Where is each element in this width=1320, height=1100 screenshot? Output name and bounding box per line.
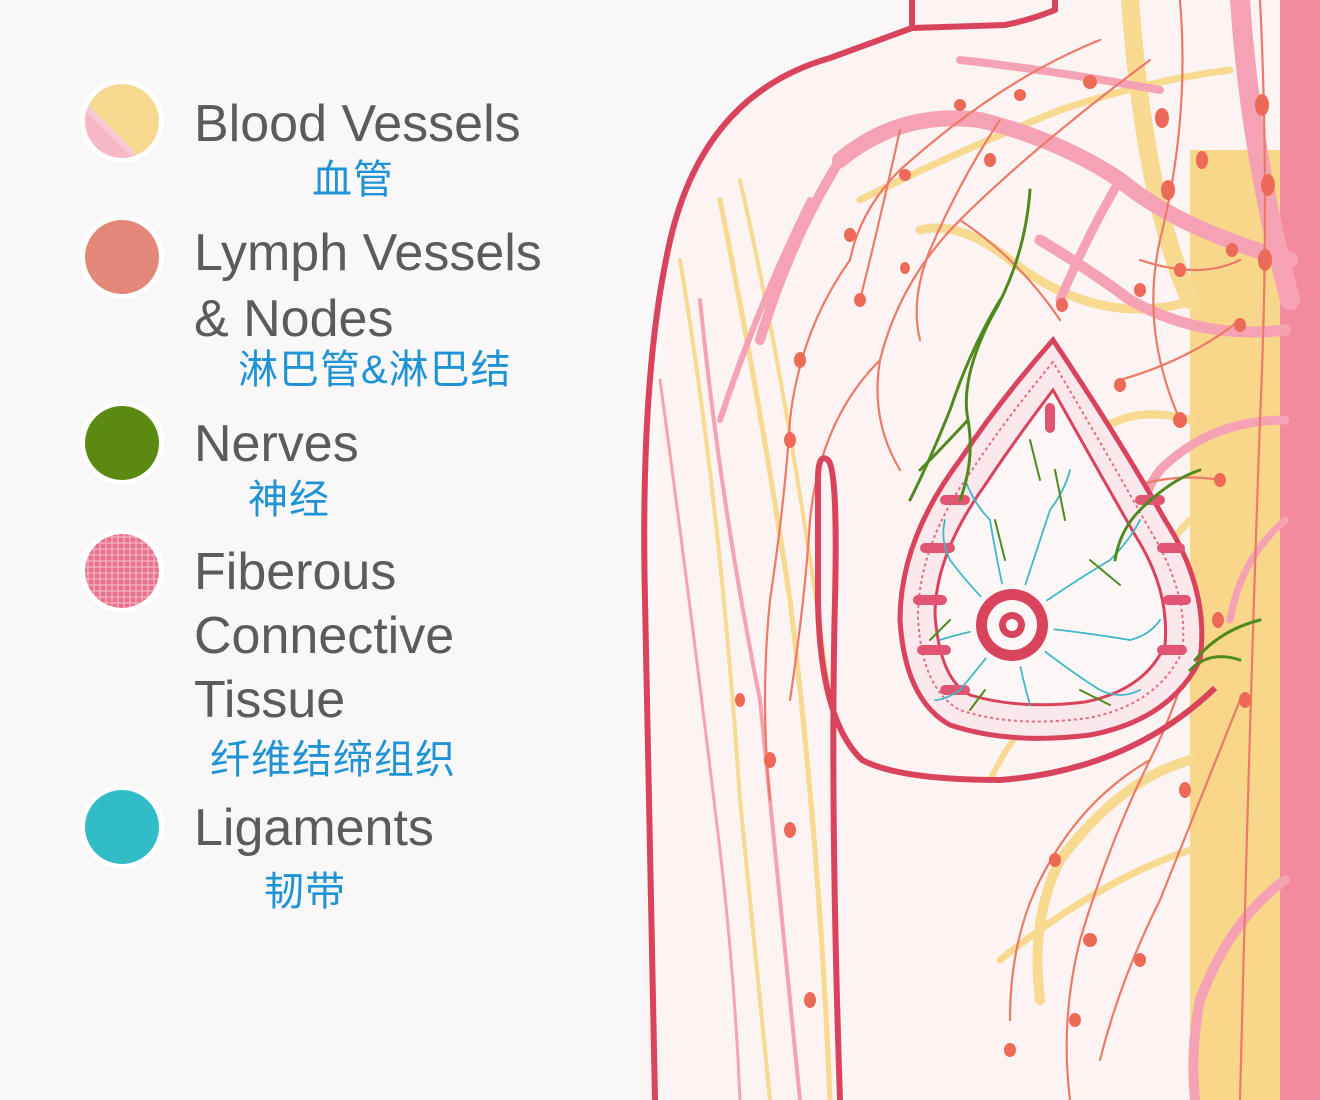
legend-label: Ligaments	[194, 799, 434, 857]
legend-label: Blood Vessels	[194, 95, 521, 153]
legend-label: Nerves	[194, 415, 359, 473]
nipple	[970, 583, 1054, 667]
blood-vessels-pink	[658, 0, 1320, 1100]
fibrous-tissue-swatch-icon	[85, 534, 159, 608]
breast	[897, 188, 1262, 741]
legend-label: Fiberous Connective Tissue	[194, 543, 455, 729]
lymph-vessels	[763, 0, 1267, 1100]
legend-label-chinese: 纤维结缔组织	[210, 738, 456, 782]
lymph-swatch-icon	[85, 220, 159, 294]
body-outline	[641, 0, 1218, 1100]
legend-label-chinese: 淋巴管&淋巴结	[238, 348, 512, 392]
blood-vessels-swatch-icon	[85, 84, 159, 158]
legend-label-chinese: 血管	[312, 158, 394, 202]
nerves-swatch-icon	[85, 406, 159, 480]
legend-label-chinese: 韧带	[264, 870, 346, 914]
nerves	[908, 188, 1262, 711]
legend-label: Lymph Vessels & Nodes	[194, 224, 542, 348]
breast-anatomy-illustration	[640, 0, 1320, 1100]
legend: Blood Vessels 血管 Lymph Vessels & Nodes 淋…	[0, 0, 640, 1100]
legend-label-chinese: 神经	[248, 478, 330, 522]
lymph-nodes	[735, 75, 1275, 1057]
ligaments-swatch-icon	[85, 790, 159, 864]
